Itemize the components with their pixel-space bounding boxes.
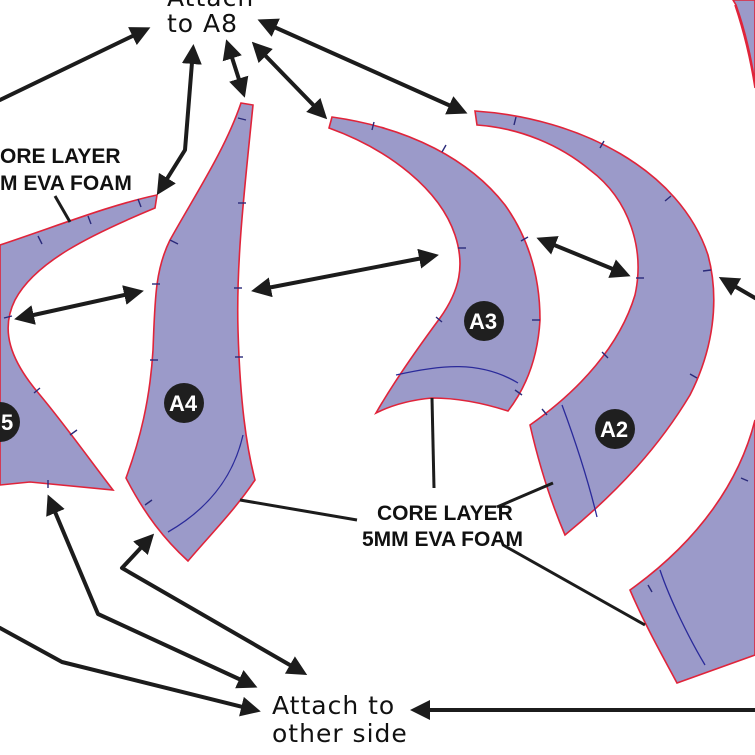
piece-a3: A3	[328, 116, 541, 415]
attach-a8-label: Attach to A8	[167, 0, 254, 38]
arrow-a8-a3	[251, 41, 328, 120]
arrow-a8-a4	[222, 39, 249, 98]
arrow-a2-a1	[718, 276, 755, 300]
badge-a4: A4	[164, 383, 204, 423]
attach-other-label: Attach to other side	[272, 691, 408, 748]
piece-a2: A2	[474, 110, 715, 537]
arrow-other-left	[0, 626, 261, 717]
core-left-line1: ORE LAYER	[0, 145, 121, 168]
piece-a4: A4	[125, 102, 256, 563]
badge-a4-label: A4	[169, 391, 198, 416]
leader-lines	[53, 195, 646, 627]
badge-a5-label: 5	[1, 410, 13, 435]
core-layer-center-label: CORE LAYER 5MM EVA FOAM	[362, 502, 523, 551]
badge-a2: A2	[595, 409, 635, 449]
arrow-a8-a5	[156, 44, 202, 196]
badge-a2-label: A2	[600, 417, 628, 442]
piece-a1-partial	[629, 419, 755, 684]
badge-a5: 5	[0, 402, 20, 442]
core-layer-left-label: ORE LAYER M EVA FOAM	[0, 145, 132, 195]
arrow-other-a4	[120, 533, 308, 676]
attach-other-line2: other side	[272, 719, 408, 748]
arrow-other-a5	[46, 494, 258, 689]
connector-arrows	[0, 18, 755, 720]
attach-a8-line1: Attach	[167, 0, 254, 12]
attach-other-line1: Attach to	[272, 691, 395, 720]
arrow-a5-a4	[14, 285, 144, 325]
core-left-line2: M EVA FOAM	[0, 172, 132, 195]
core-center-line2: 5MM EVA FOAM	[362, 528, 523, 551]
arrow-a8-left	[0, 27, 151, 102]
piece-a5: 5	[0, 193, 158, 491]
arrow-a3-a2	[536, 236, 631, 278]
piece-partial-top-right	[732, 0, 755, 89]
badge-a3-label: A3	[469, 309, 497, 334]
arrow-a4-a3	[251, 248, 439, 298]
attach-a8-line2: to A8	[167, 9, 238, 38]
arrow-a8-a2	[257, 18, 468, 115]
badge-a3: A3	[464, 301, 504, 341]
core-center-line1: CORE LAYER	[377, 502, 513, 525]
